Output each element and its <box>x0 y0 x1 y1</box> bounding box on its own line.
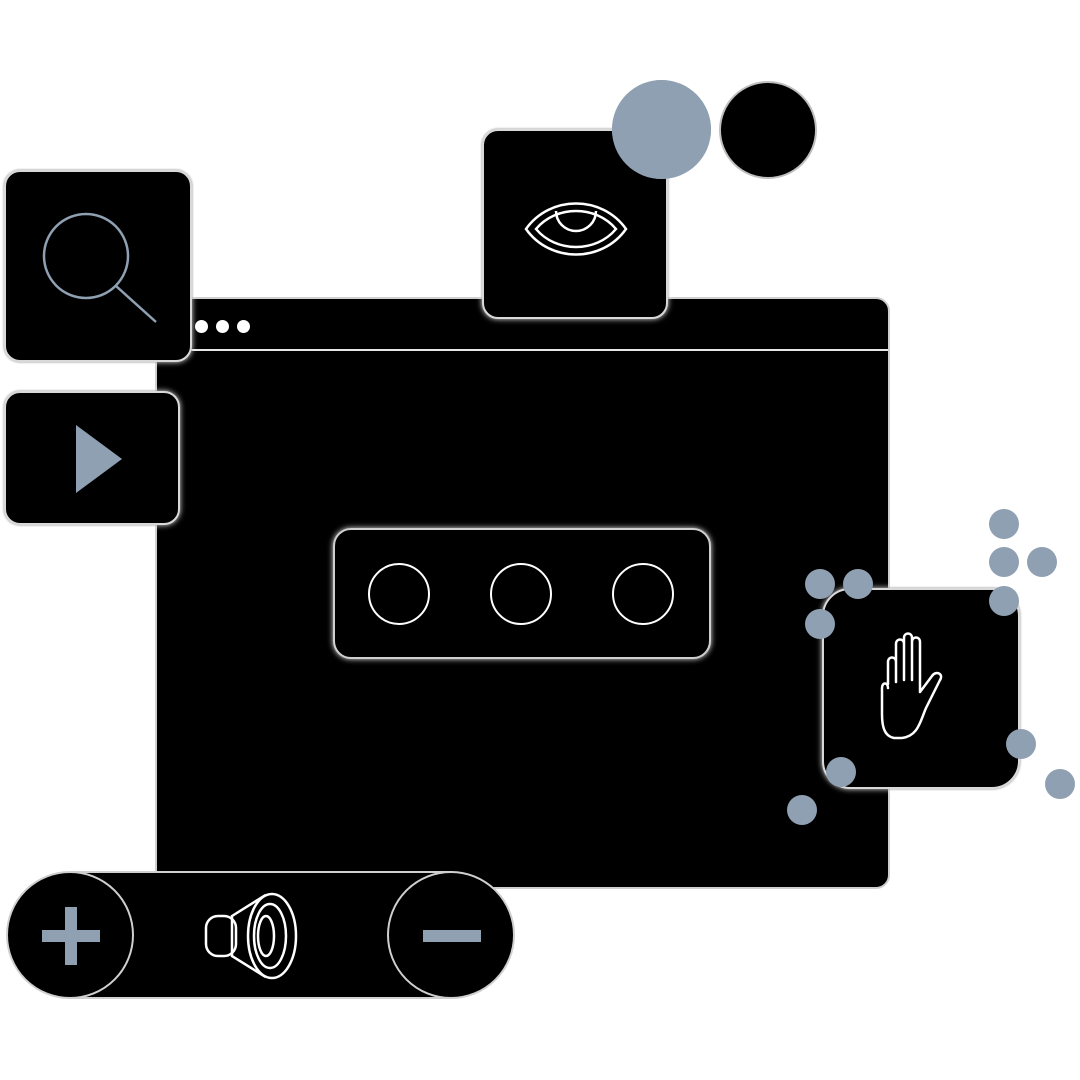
window-titlebar <box>157 299 888 349</box>
search-icon <box>42 212 157 323</box>
pin-slot[interactable] <box>612 563 674 625</box>
accent-dot <box>1006 729 1036 759</box>
titlebar-dot[interactable] <box>237 320 250 333</box>
accent-dot <box>805 609 835 639</box>
volume-up-button[interactable] <box>6 871 134 999</box>
speaker-icon <box>204 892 298 980</box>
accent-dot <box>1027 547 1057 577</box>
accent-dot <box>989 509 1019 539</box>
titlebar-dot[interactable] <box>216 320 229 333</box>
hand-icon <box>880 632 943 740</box>
accent-dot <box>989 547 1019 577</box>
hand-card[interactable] <box>822 588 1020 789</box>
volume-down-button[interactable] <box>387 871 515 999</box>
accent-dot <box>805 569 835 599</box>
accent-dot <box>989 586 1019 616</box>
pin-entry-field[interactable] <box>333 528 711 659</box>
accent-circle-large <box>612 80 711 179</box>
accent-dot <box>826 757 856 787</box>
accent-dot <box>843 569 873 599</box>
play-card[interactable] <box>4 391 180 525</box>
pin-slot[interactable] <box>490 563 552 625</box>
accent-dot <box>787 795 817 825</box>
titlebar-dot[interactable] <box>195 320 208 333</box>
accent-dot <box>1045 769 1075 799</box>
pin-slot[interactable] <box>368 563 430 625</box>
black-circle-decoration <box>719 81 817 179</box>
titlebar-divider <box>157 349 888 351</box>
search-card[interactable] <box>4 170 192 362</box>
plus-icon <box>42 907 100 965</box>
play-icon <box>76 425 122 493</box>
minus-icon <box>423 930 481 942</box>
eye-icon <box>524 202 628 256</box>
